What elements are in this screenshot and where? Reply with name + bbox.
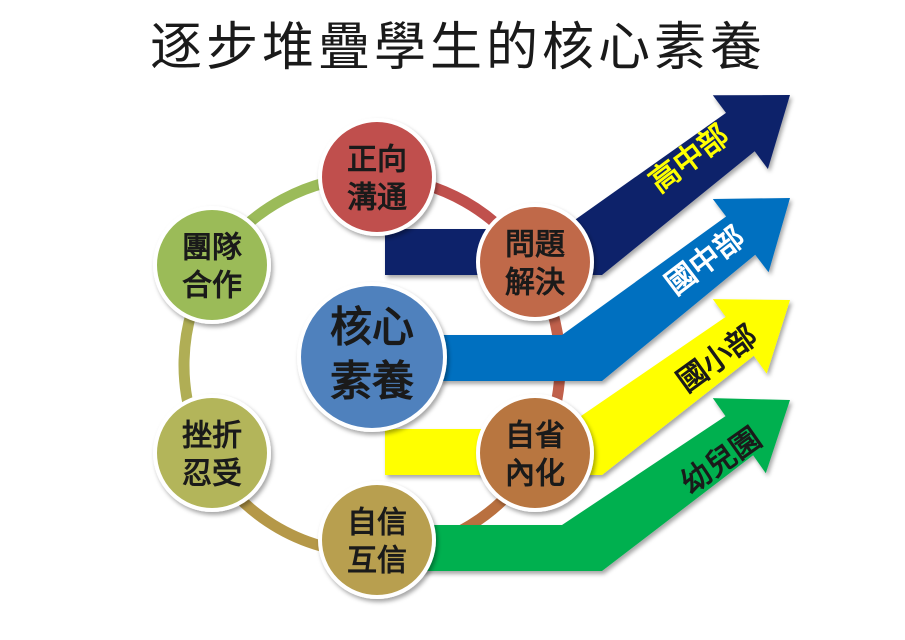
node-circle bbox=[476, 394, 594, 512]
node-circle bbox=[318, 118, 436, 236]
node-label-line1: 挫折 bbox=[182, 419, 242, 454]
center-label-line2: 素養 bbox=[330, 357, 414, 406]
node-label-line2: 忍受 bbox=[182, 457, 242, 492]
arrow-4 bbox=[405, 398, 790, 571]
node-circle bbox=[318, 481, 436, 599]
arrow-2 bbox=[440, 198, 790, 381]
node-label-line2: 解決 bbox=[505, 266, 566, 301]
node-label-line2: 溝通 bbox=[347, 181, 407, 216]
node-circle bbox=[476, 203, 594, 321]
node-circle bbox=[153, 394, 271, 512]
node-label-line1: 正向 bbox=[347, 143, 407, 178]
center-group: 核心素養 bbox=[297, 282, 447, 432]
node-label-line1: 團隊 bbox=[182, 231, 242, 266]
node-label-line1: 自省 bbox=[505, 419, 565, 454]
node-label-line1: 自信 bbox=[347, 506, 407, 541]
node-label-line2: 互信 bbox=[347, 544, 407, 579]
center-circle bbox=[297, 282, 447, 432]
node-circle bbox=[153, 206, 271, 324]
node-label-line1: 問題 bbox=[505, 228, 565, 263]
center-label-line1: 核心 bbox=[330, 303, 414, 352]
node-label-line2: 合作 bbox=[182, 269, 242, 304]
page-title: 逐步堆疊學生的核心素養 bbox=[150, 18, 767, 78]
node-label-line2: 內化 bbox=[505, 457, 565, 492]
